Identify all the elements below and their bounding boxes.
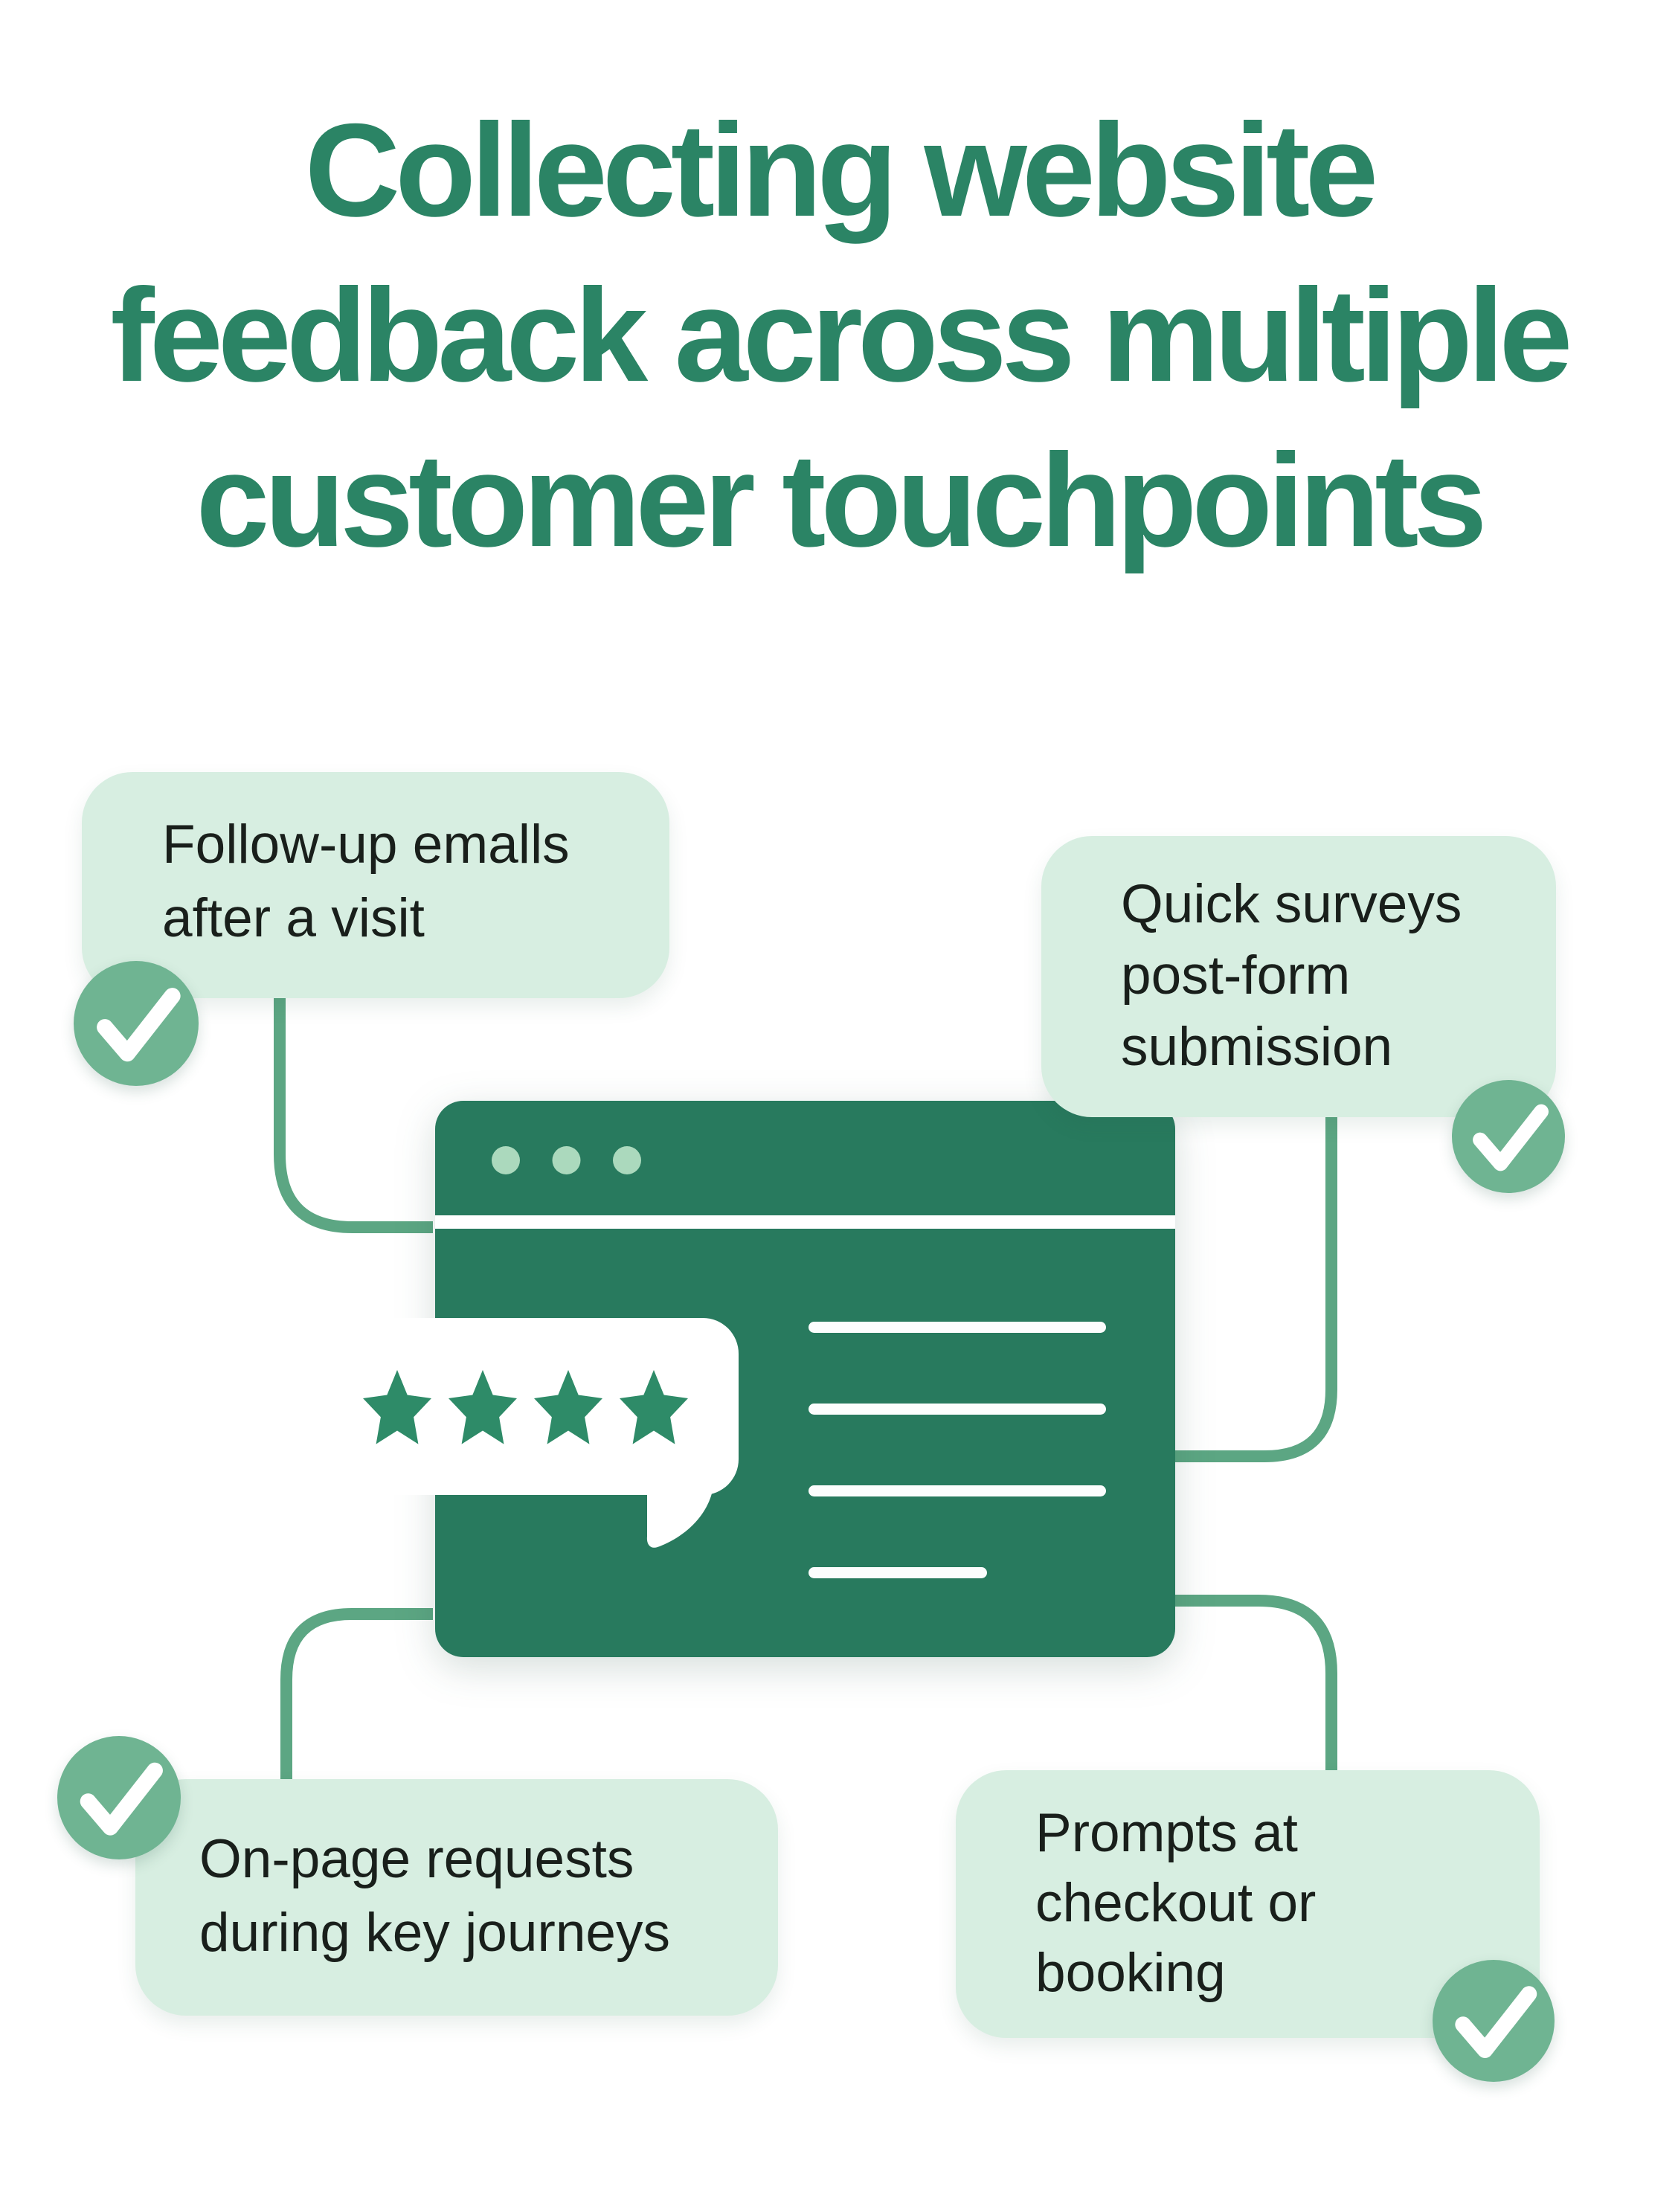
- window-control-dot: [492, 1146, 520, 1174]
- window-control-dot: [613, 1146, 641, 1174]
- callout-line: post-form: [1121, 945, 1351, 1006]
- check-circle: [1433, 1960, 1555, 2082]
- review-speech-bubble: [333, 1318, 739, 1548]
- check-icon: [1455, 1986, 1537, 2059]
- browser-titlebar-separator: [435, 1215, 1175, 1229]
- text-placeholder-line: [809, 1322, 1106, 1333]
- title-line: Collecting website: [304, 96, 1379, 244]
- connector-bottom-left: [280, 1608, 433, 1779]
- check-icon: [80, 1762, 163, 1836]
- check-icon: [97, 988, 181, 1062]
- callout-line: Follow-up emalls: [162, 814, 570, 875]
- callout-line: during key journeys: [199, 1903, 671, 1963]
- text-placeholder-line: [809, 1485, 1106, 1496]
- connector-top-right: [1175, 1117, 1337, 1462]
- connector-top-left: [274, 997, 433, 1233]
- callout-on-page-requests: On-page requests during key journeys: [135, 1779, 778, 2016]
- text-placeholder-line: [809, 1567, 987, 1578]
- callout-quick-surveys: Quick surveys post-form submission: [1041, 836, 1556, 1117]
- check-circle: [57, 1736, 181, 1859]
- callout-line: after a visit: [162, 888, 425, 948]
- window-control-dot: [552, 1146, 581, 1174]
- check-circle: [1452, 1080, 1565, 1193]
- connector-bottom-right: [1174, 1595, 1337, 1772]
- callout-line: submission: [1121, 1017, 1393, 1077]
- callout-line: booking: [1035, 1943, 1226, 2003]
- title-line: customer touchpoints: [196, 426, 1487, 574]
- callout-line: checkout or: [1035, 1873, 1317, 1933]
- text-placeholder-lines: [809, 1322, 1106, 1578]
- browser-window-body: [435, 1101, 1175, 1657]
- callout-line: Prompts at: [1035, 1803, 1298, 1863]
- title-line: feedback across multiple: [110, 261, 1573, 409]
- browser-window: [435, 1101, 1175, 1657]
- check-icon: [1473, 1104, 1549, 1171]
- callout-line: Quick surveys: [1121, 874, 1462, 934]
- connector-lines: [274, 997, 1337, 1779]
- window-control-dots: [492, 1146, 641, 1174]
- check-circle: [74, 961, 199, 1086]
- callout-follow-up-emails: Follow-up emalls after a visit: [82, 772, 669, 998]
- speech-bubble-tail: [646, 1491, 713, 1548]
- speech-bubble: [333, 1318, 739, 1495]
- page-title: Collecting website feedback across multi…: [0, 88, 1678, 583]
- text-placeholder-line: [809, 1404, 1106, 1415]
- callout-line: On-page requests: [199, 1829, 634, 1889]
